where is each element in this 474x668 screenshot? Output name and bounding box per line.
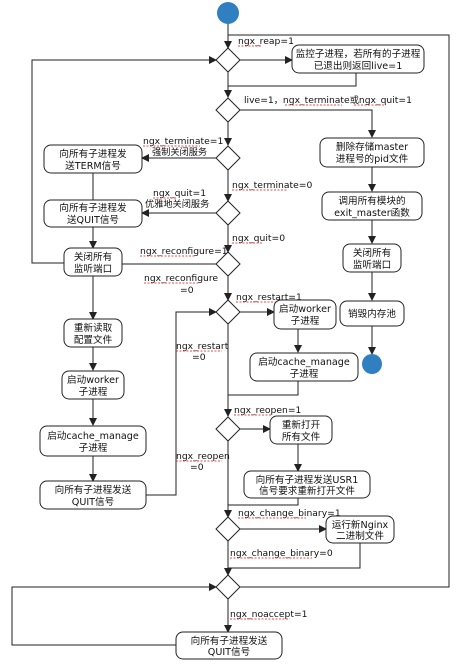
label-quit-1: ngx_quit=1 [153,188,206,199]
decision-restart [215,299,241,325]
label-change-binary-1: ngx_change_binary=1 [238,508,341,519]
node-text: 进程号的pid文件 [336,153,409,165]
edge-bin-back [228,543,361,569]
edge-loop-bottom [11,583,217,646]
edge-labels: ngx_reap=1 live=1，ngx_terminate或ngx_quit… [140,36,412,620]
decision-quit [215,200,241,226]
start-worker-box-2: 启动worker 子进程 [273,299,337,330]
close-listen-box-1: 关闭所有 监听端口 [63,247,123,277]
node-text: 二进制文件 [336,530,384,542]
node-text: 配置文件 [74,334,113,346]
label-reopen-0-a: ngx_reopen [176,451,230,462]
send-quit-box-2: 向所有子进程发送 QUIT信号 [39,480,147,510]
node-text: 子进程 [79,443,108,454]
node-text: 子进程 [291,316,320,327]
node-text: QUIT信号 [208,646,250,658]
run-new-nginx-box: 运行新Nginx 二进制文件 [325,515,395,544]
label-restart-0-a: ngx_restart [176,341,229,352]
node-text: 向所有子进程发送USR1 [256,474,359,486]
start-cache-box-2: 启动cache_manage 子进程 [249,352,359,382]
node-text: 向所有子进程发 [59,148,127,160]
node-text: 重新读取 [74,322,113,334]
close-listen-box-2: 关闭所有 监听端口 [342,243,402,273]
node-text: 监听端口 [74,263,112,275]
send-quit-box-1: 向所有子进程发 送QUIT信号 [43,199,143,228]
label-restart-1: ngx_restart=1 [236,292,302,303]
node-text: 送TERM信号 [65,160,121,172]
decision-change-binary [215,516,241,542]
decision-reconfigure [215,251,241,277]
edge-loop-main [31,56,217,264]
node-text: QUIT信号 [72,496,114,508]
label-reopen-1: ngx_reopen=1 [234,405,301,416]
send-quit-box-3: 向所有子进程发送 QUIT信号 [175,631,283,660]
edge-loop-right [228,34,450,588]
node-text: 关闭所有 [353,247,391,259]
label-reopen-0-b: =0 [190,462,204,473]
node-text: 子进程 [79,387,108,398]
start-node [217,2,239,24]
node-text: 启动cache_manage [258,356,350,368]
send-term-box: 向所有子进程发 送TERM信号 [43,144,143,174]
node-text: 已退出则返回live=1 [314,60,403,72]
reopen-files-box: 重新打开 所有文件 [269,415,333,445]
label-terminate-1: ngx_terminate=1 [143,136,223,147]
node-text: exit_master函数 [334,207,410,219]
destroy-pool-box: 销毁内存池 [339,300,405,327]
label-live-cond: live=1，ngx_terminate或ngx_quit=1 [244,94,412,106]
label-reconfigure-1: ngx_reconfigure=1 [140,246,228,257]
label-quit-0: ngx_quit=0 [232,233,285,244]
label-restart-0-b: =0 [192,352,206,363]
node-text: 删除存储master [336,141,408,153]
node-text: 送QUIT信号 [67,214,119,226]
label-terminate-0: ngx_terminate=0 [232,180,312,191]
node-text: 启动cache_manage [47,430,139,442]
node-text: 监控子进程，若所有的子进程 [296,48,421,60]
reread-config-box: 重新读取 配置文件 [63,318,123,348]
node-text: 向所有子进程发送 [191,635,268,647]
edge-sendquit2-back [145,308,217,496]
node-text: 启动worker [67,374,119,386]
start-worker-box-1: 启动worker 子进程 [61,370,125,400]
label-quit-1-desc: 优雅地关闭服务 [145,198,209,210]
decision-reap [215,47,241,73]
edge-rs2 [228,381,299,396]
reap-action-box: 监控子进程，若所有的子进程 已退出则返回live=1 [291,44,425,74]
decision-live [215,97,241,123]
node-text: 重新打开 [282,419,321,431]
send-usr1-box: 向所有子进程发送USR1 信号要求重新打开文件 [243,470,371,499]
label-reconfigure-0-b: =0 [180,285,194,296]
node-text: 关闭所有 [74,251,112,263]
label-noaccept-1: ngx_noaccept=1 [230,609,308,620]
edge-reap-back [228,73,357,87]
delete-pid-box: 删除存储master 进程号的pid文件 [319,137,425,168]
label-change-binary-0: ngx_change_binary=0 [230,548,333,559]
label-reap-1: ngx_reap=1 [238,36,294,47]
end-node [362,354,382,374]
node-text: 监听端口 [353,259,391,271]
edge-ro2 [228,497,299,506]
node-text: 运行新Nginx [332,519,389,531]
node-text: 信号要求重新打开文件 [259,485,355,497]
label-terminate-1-desc: 强制关闭服务 [152,146,207,158]
decision-noaccept [215,574,241,600]
node-text: 销毁内存池 [348,308,396,320]
exit-master-box: 调用所有模块的 exit_master函数 [321,191,423,221]
node-text: 调用所有模块的 [338,195,405,207]
node-text: 所有文件 [282,431,321,443]
node-text: 向所有子进程发送 [55,484,132,496]
label-reconfigure-0-a: ngx_reconfigure [144,273,218,284]
edge-live [240,109,376,138]
node-text: 向所有子进程发 [59,202,127,214]
start-cache-box-1: 启动cache_manage 子进程 [39,425,147,457]
decision-reopen [215,416,241,442]
node-text: 子进程 [290,369,319,380]
decision-diamonds [215,47,241,600]
node-text: 启动worker [279,303,331,315]
decision-terminate [215,145,241,171]
